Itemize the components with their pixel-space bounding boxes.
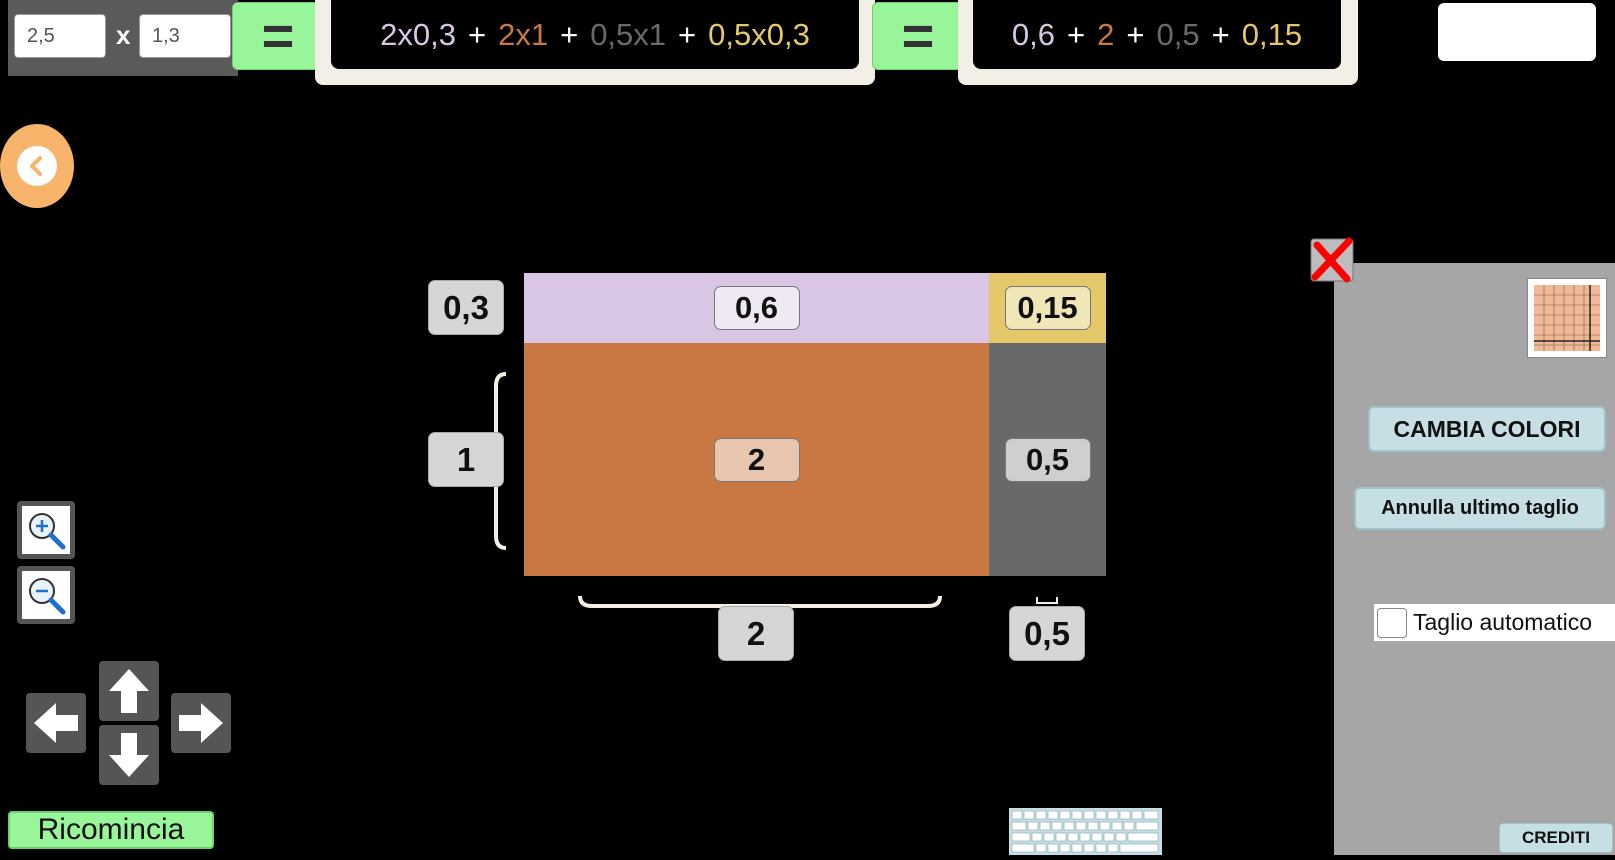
keyboard-icon[interactable] [1009,808,1162,855]
times-sign: x [116,20,131,50]
equals-button-results[interactable]: = [872,2,964,70]
chevron-left-icon [17,146,57,186]
result-term: 0,6 [1011,16,1056,52]
area-cell-label: 0,5 [1004,437,1091,482]
pan-up-button[interactable] [99,661,159,721]
grid-thumbnail-icon[interactable] [1527,278,1607,358]
tools-panel [1334,263,1615,855]
area-cell-label: 0,6 [713,286,800,330]
result-term: 0,5 [1156,16,1200,52]
area-cell-bottom-right[interactable]: 0,5 [989,343,1106,576]
factor-a-input[interactable]: 2,5 [14,14,106,58]
credits-button[interactable]: CREDITI [1499,823,1613,853]
answer-box[interactable] [1438,3,1596,61]
pan-right-button[interactable] [171,693,231,753]
product-term: 0,5x1 [590,16,667,52]
zoom-out-button[interactable] [17,566,75,624]
area-cell-label: 2 [713,437,800,482]
result-term: 0,15 [1241,16,1303,52]
side-label-right-width: 0,5 [1009,606,1085,661]
undo-last-cut-button[interactable]: Annulla ultimo taglio [1354,487,1606,530]
close-panel-button[interactable] [1309,237,1355,283]
area-cell-label: 0,15 [1004,286,1091,330]
auto-cut-label: Taglio automatico [1413,609,1592,635]
area-cell-bottom-left[interactable]: 2 [524,343,989,576]
restart-button[interactable]: Ricomincia [8,811,214,849]
close-icon [1310,237,1354,283]
arrow-down-icon [109,733,149,777]
area-cell-top-right[interactable]: 0,15 [989,273,1106,343]
products-expression: 2x0,3 + 2x1 + 0,5x1 + 0,5x0,3 [331,0,859,69]
small-bottom-brace [1036,597,1058,604]
equals-button-products[interactable]: = [232,2,324,70]
area-cell-top-left[interactable]: 0,6 [524,273,989,343]
plus-sign: + [1126,16,1145,52]
result-term: 2 [1097,16,1115,52]
arrow-right-icon [179,703,223,743]
plus-sign: + [467,16,487,52]
arrow-up-icon [109,669,149,713]
back-button[interactable] [0,124,74,208]
factor-panel: 2,5 x 1,3 [8,0,238,76]
plus-sign: + [1067,16,1086,52]
arrow-left-icon [34,703,78,743]
zoom-in-button[interactable] [17,501,75,559]
product-term: 2x1 [498,16,549,52]
pan-left-button[interactable] [26,693,86,753]
product-term: 2x0,3 [380,16,456,52]
side-label-top-height: 0,3 [428,280,504,335]
plus-sign: + [560,16,579,52]
results-expression: 0,6 + 2 + 0,5 + 0,15 [973,0,1341,69]
auto-cut-checkbox[interactable] [1377,607,1407,638]
zoom-in-icon [22,506,70,554]
side-label-bottom-height: 1 [428,432,504,487]
plus-sign: + [1211,16,1230,52]
factor-b-input[interactable]: 1,3 [139,14,231,58]
zoom-out-icon [22,571,70,619]
pan-down-button[interactable] [99,725,159,785]
change-colors-button[interactable]: CAMBIA COLORI [1368,406,1606,452]
side-label-left-width: 2 [718,606,794,661]
product-term: 0,5x0,3 [708,16,810,52]
plus-sign: + [678,16,697,52]
auto-cut-toggle[interactable]: Taglio automatico [1374,604,1615,641]
